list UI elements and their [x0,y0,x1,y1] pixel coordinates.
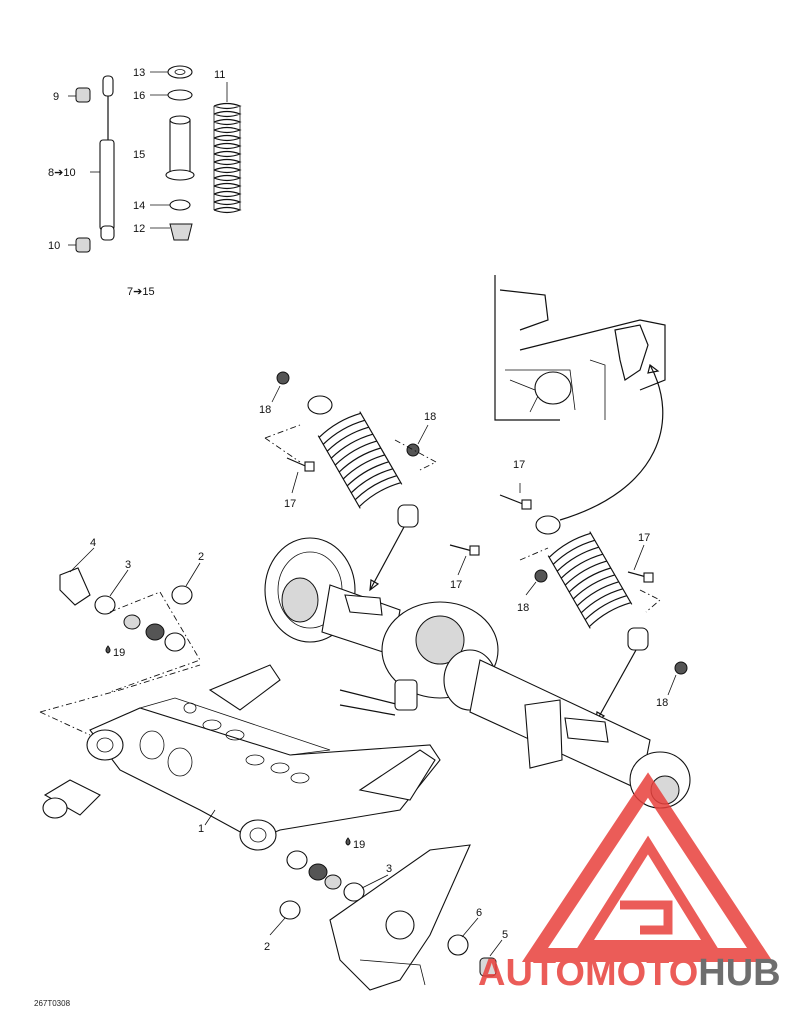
spring-coil-11 [213,102,242,214]
label-17d: 17 [638,532,650,544]
swing-arm-1 [39,664,441,851]
label-9: 9 [53,91,59,103]
watermark-moto: MOTO [585,952,698,994]
label-3a: 3 [125,559,131,571]
label-18b: 18 [424,411,436,423]
label-19a-group: 19 [105,645,125,659]
drawing-code: 267T0308 [34,999,71,1008]
label-18d: 18 [656,697,668,709]
oil-drop-icon [345,837,351,846]
label-15: 15 [133,149,145,161]
lower-bracket [329,844,503,991]
label-3b: 3 [386,863,392,875]
label-12: 12 [133,223,145,235]
label-17b: 17 [450,579,462,591]
label-1: 1 [198,823,204,835]
label-14: 14 [133,200,145,212]
watermark-hub: HUB [698,952,780,994]
label-19b-group: 19 [345,837,365,851]
oil-drop-icon [105,645,111,654]
label-2b: 2 [264,941,270,953]
rear-axle-assembly [264,537,691,809]
automotohub-logo [521,772,773,962]
svg-text:AUTOMOTOHUB: AUTOMOTOHUB [478,952,781,994]
label-17c: 17 [513,459,525,471]
label-4: 4 [90,537,96,549]
label-13: 13 [133,67,145,79]
label-6: 6 [476,907,482,919]
bushing-set-left [59,547,201,693]
label-2a: 2 [198,551,204,563]
label-10: 10 [48,240,60,252]
label-17a: 17 [284,498,296,510]
label-16: 16 [133,90,145,102]
upper-shock-right [499,483,688,724]
label-18a: 18 [259,404,271,416]
label-11: 11 [214,69,225,81]
automotohub-watermark: AUTOMOTOHUB [478,772,781,994]
watermark-auto: AUTO [478,952,585,994]
bushing-set-right [269,850,389,936]
label-8-10: 8➔10 [48,167,76,179]
upper-shock-left [264,371,480,592]
frame-inset [494,275,666,521]
label-5: 5 [502,929,508,941]
label-19a: 19 [113,647,125,659]
callout-labels: 1 2 2 3 3 4 5 6 7➔15 8➔10 9 10 11 12 13 … [34,67,668,1008]
label-7-15: 7➔15 [127,286,155,298]
label-18c: 18 [517,602,529,614]
label-19b: 19 [353,839,365,851]
shock-detail-group [68,65,242,253]
